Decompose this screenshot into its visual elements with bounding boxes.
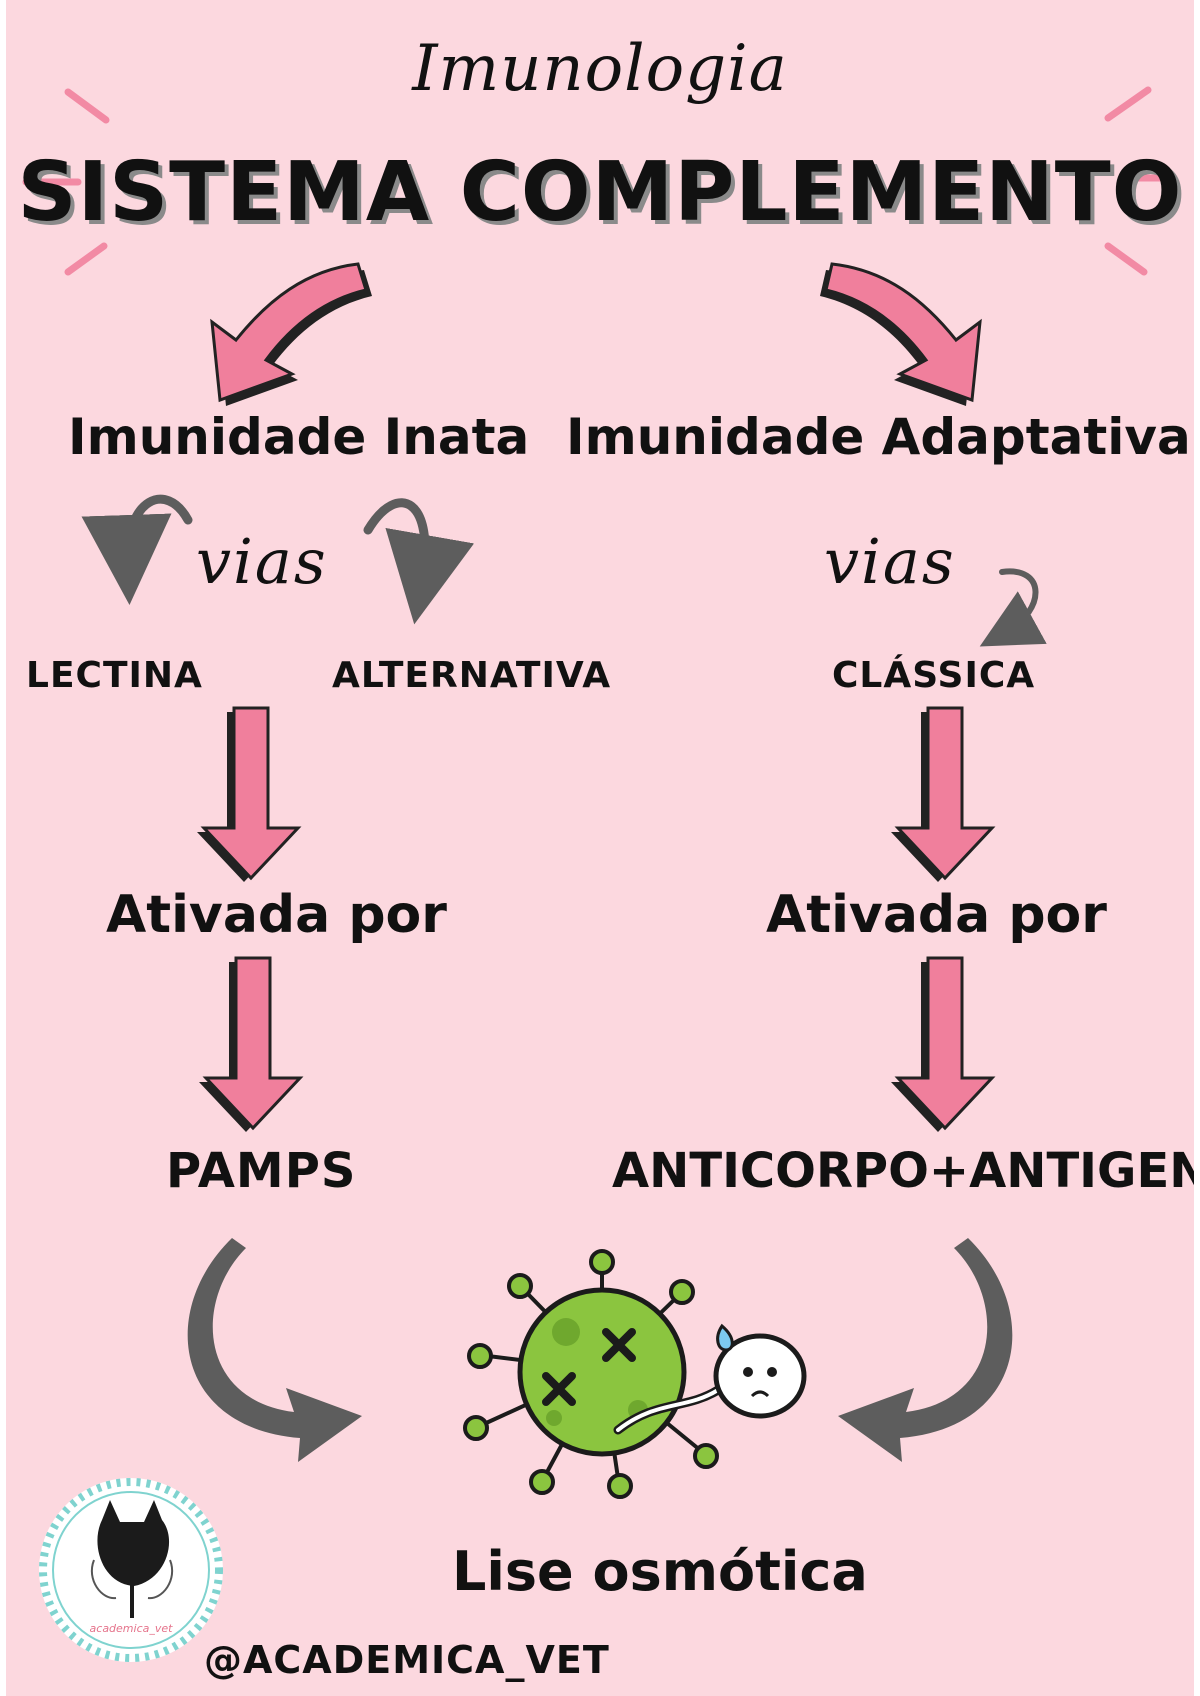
pathway-lectina: LECTINA <box>26 655 203 696</box>
curved-arrow-bottom-right-icon <box>838 1238 1013 1462</box>
curved-arrow-left-icon <box>210 262 372 406</box>
down-arrow-right-1-icon <box>891 706 996 882</box>
branch-adaptive-label: Imunidade Adaptativa <box>566 408 1191 466</box>
page-title: SISTEMA COMPLEMENTO <box>17 145 1183 240</box>
trigger-pamps: PAMPS <box>166 1143 357 1199</box>
activated-by-adaptive: Ativada por <box>766 885 1107 945</box>
vias-adaptive-label: vias <box>824 525 956 598</box>
sparkle-lines-left-icon <box>22 88 110 276</box>
curved-arrow-bottom-left-icon <box>187 1238 362 1462</box>
branch-innate-label: Imunidade Inata <box>68 408 530 466</box>
trigger-antibody-antigen: ANTICORPO+ANTIGENO <box>612 1143 1194 1199</box>
antibody-icon <box>613 1323 807 1435</box>
vias-arrow-classica-icon <box>979 568 1047 647</box>
vias-innate-label: vias <box>196 525 328 598</box>
pathway-classica: CLÁSSICA <box>832 655 1036 696</box>
down-arrow-left-1-icon <box>197 706 302 882</box>
vias-arrow-left-icon <box>81 494 193 605</box>
sparkle-lines-right-icon <box>1104 86 1178 276</box>
down-arrow-left-2-icon <box>199 956 304 1132</box>
badge-text: academica_vet <box>89 1622 173 1635</box>
activated-by-innate: Ativada por <box>106 885 447 945</box>
pathway-alternativa: ALTERNATIVA <box>332 655 612 696</box>
infographic-canvas: Imunologia SISTEMA COMPLEMENTO Imunidade… <box>6 0 1194 1696</box>
curved-arrow-right-icon <box>820 262 982 406</box>
graphics-layer <box>22 86 1178 1662</box>
vias-arrow-right-icon <box>363 498 475 625</box>
down-arrow-right-2-icon <box>891 956 996 1132</box>
cat-logo <box>39 1478 223 1662</box>
result-label: Lise osmótica <box>452 1540 868 1603</box>
subtitle: Imunologia <box>412 32 788 106</box>
virus-icon <box>463 1249 719 1499</box>
social-handle: @ACADEMICA_VET <box>204 1638 610 1682</box>
